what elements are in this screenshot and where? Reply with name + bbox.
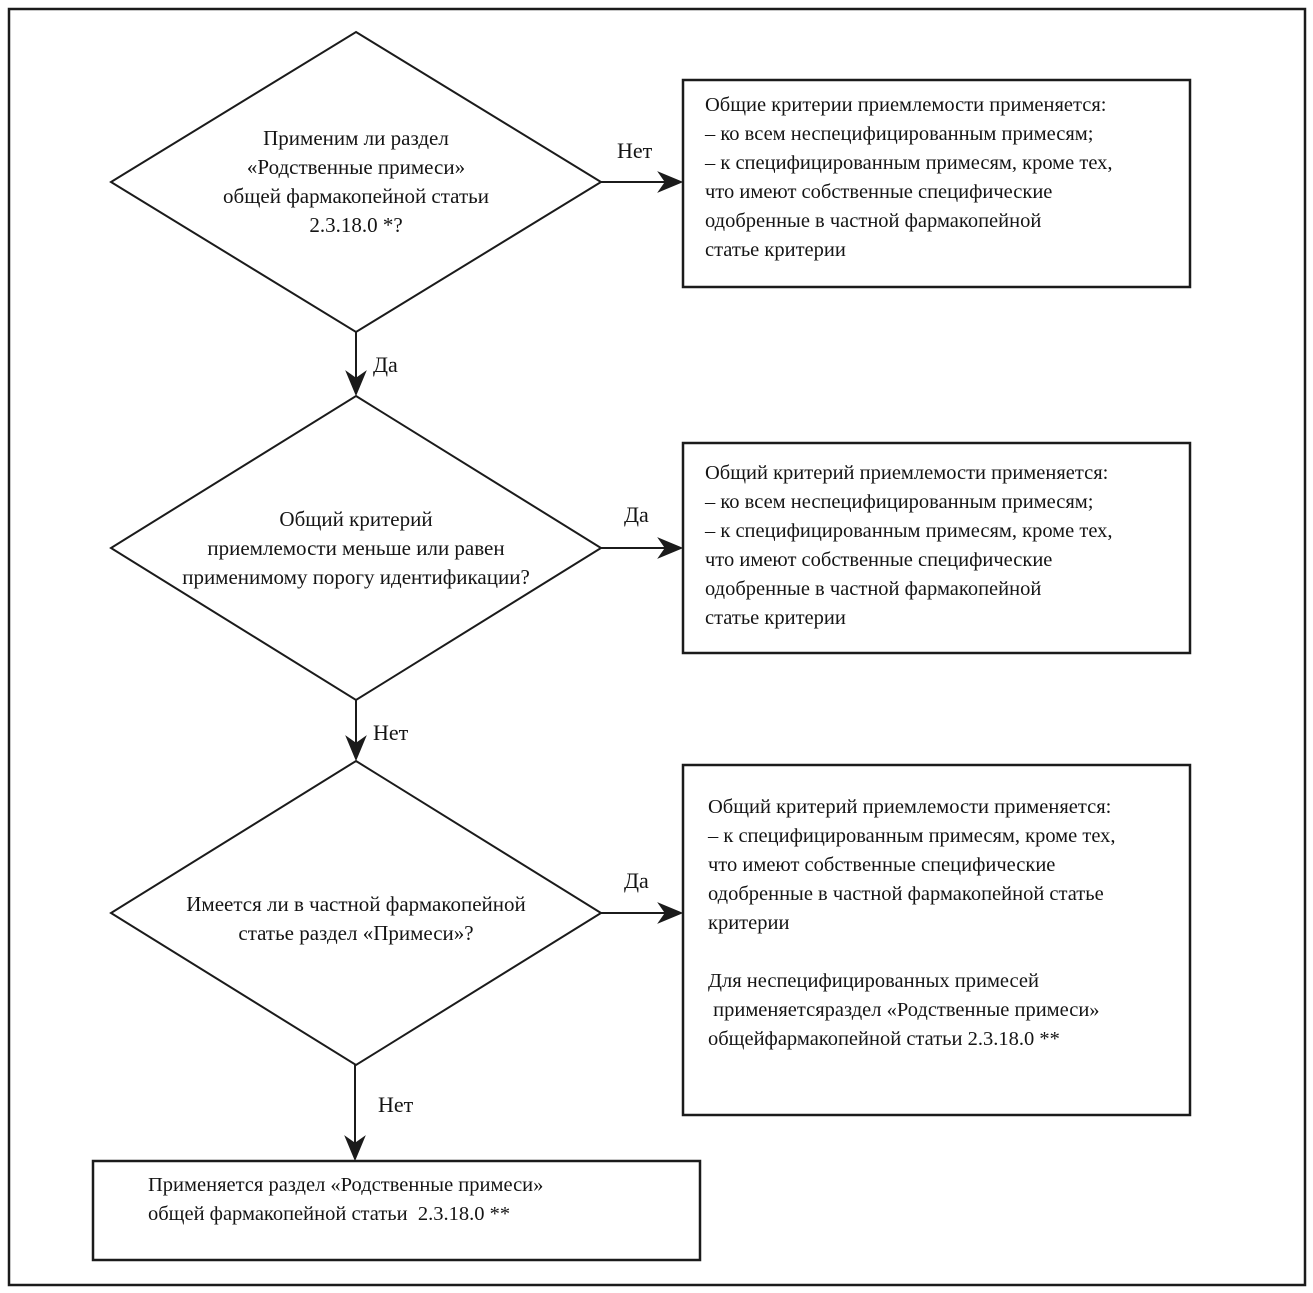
decision-3-text: Имеется ли в частной фармакопейной стать… <box>186 892 526 945</box>
edge-label-d3-no: Нет <box>378 1092 414 1117</box>
edge-label-d2-yes: Да <box>624 502 649 527</box>
result-box-final <box>91 1159 702 1262</box>
edge-label-d1-yes: Да <box>373 352 398 377</box>
result-box-3-text: Общий критерий приемлемости применяется:… <box>708 796 1116 1050</box>
edge-label-d2-no: Нет <box>373 720 409 745</box>
result-box-final-text: Применяется раздел «Родственные примеси»… <box>148 1174 544 1225</box>
edge-label-d1-no: Нет <box>617 138 653 163</box>
decision-2-text: Общий критерий приемлемости меньше или р… <box>182 506 530 589</box>
result-box-2-text: Общий критерий приемлемости применяется:… <box>705 462 1113 629</box>
result-box-1-text: Общие критерии приемлемости применяется:… <box>705 94 1113 261</box>
page-border <box>7 7 1307 1287</box>
result-box-3 <box>681 763 1192 1117</box>
edge-label-d3-yes: Да <box>624 868 649 893</box>
decision-1-text: Применим ли раздел «Родственные примеси»… <box>223 126 489 237</box>
